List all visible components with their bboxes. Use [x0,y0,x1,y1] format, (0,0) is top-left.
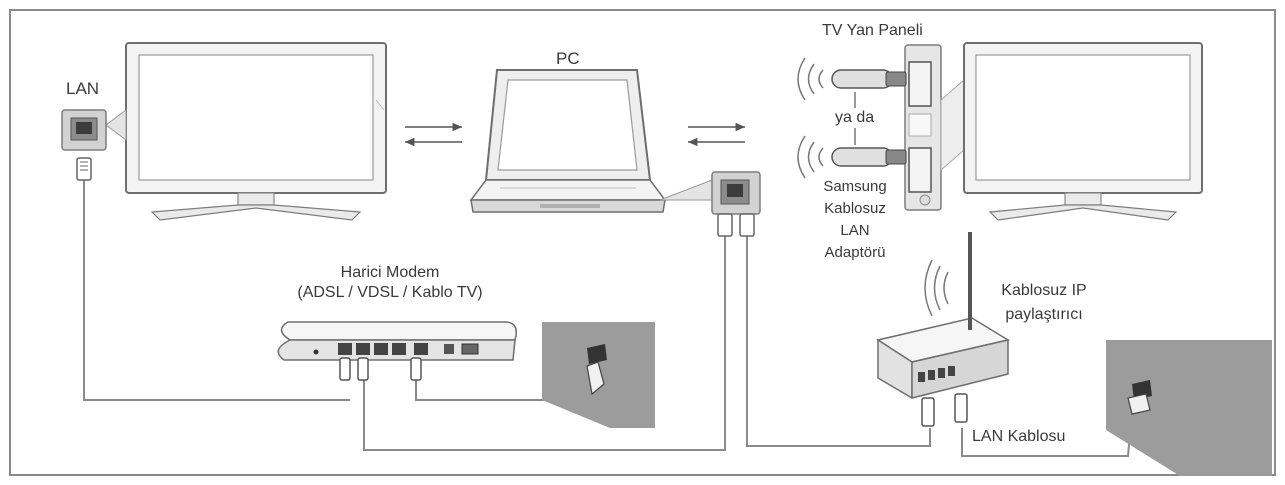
pc-lan-port-icon [659,171,761,237]
tv-side-panel-label: TV Yan Paneli [822,22,923,39]
cable-pc-to-router [746,225,931,447]
router-label-line-1: Kablosuz IP [1001,282,1087,299]
pc-label: PC [556,49,580,68]
lan-label: LAN [66,79,100,98]
adapter-label: Samsung Kablosuz LAN Adaptörü [800,178,910,262]
wireless-ip-sharer [876,232,1010,427]
router-label-line-2: paylaştırıcı [1005,306,1083,323]
usb-adapter-bottom [797,135,907,179]
tv-right [963,42,1203,221]
outer-frame [9,9,1276,476]
tv-left [125,42,387,221]
adapter-label-line-2: Kablosuz [824,200,886,217]
modem-label: Harici Modem (ADSL / VDSL / Kablo TV) [280,264,500,302]
adapter-label-line-1: Samsung [823,178,887,195]
adapter-label-line-4: Adaptörü [824,244,886,261]
modem-label-line-1: Harici Modem [340,264,440,281]
lan-port-icon [61,109,127,181]
exchange-arrows-right [688,122,745,147]
external-modem [277,321,517,381]
exchange-arrows-left [405,122,462,147]
or-label: ya da [835,109,875,126]
tv-side-panel [904,44,965,211]
wall-outlet-right [1106,340,1272,476]
adapter-label-line-3: LAN [840,222,870,239]
cable-tv-to-modem [83,178,350,401]
usb-adapter-top [797,57,907,101]
modem-label-line-2: (ADSL / VDSL / Kablo TV) [297,284,483,301]
lan-cable-label: LAN Kablosu [972,428,1066,445]
router-label: Kablosuz IP paylaştırıcı [984,282,1104,324]
cable-modem-to-pc [363,225,726,451]
pc-laptop [469,69,667,213]
wall-outlet-left [542,322,655,428]
